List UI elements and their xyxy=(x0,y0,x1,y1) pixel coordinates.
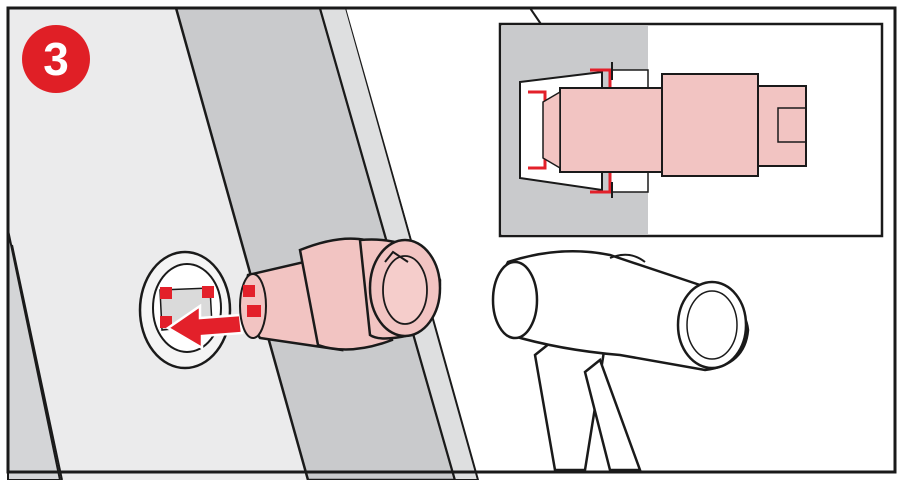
cross-section-inset xyxy=(500,24,882,236)
mounting-hole xyxy=(140,252,230,368)
step-number-badge: 3 xyxy=(22,25,90,93)
